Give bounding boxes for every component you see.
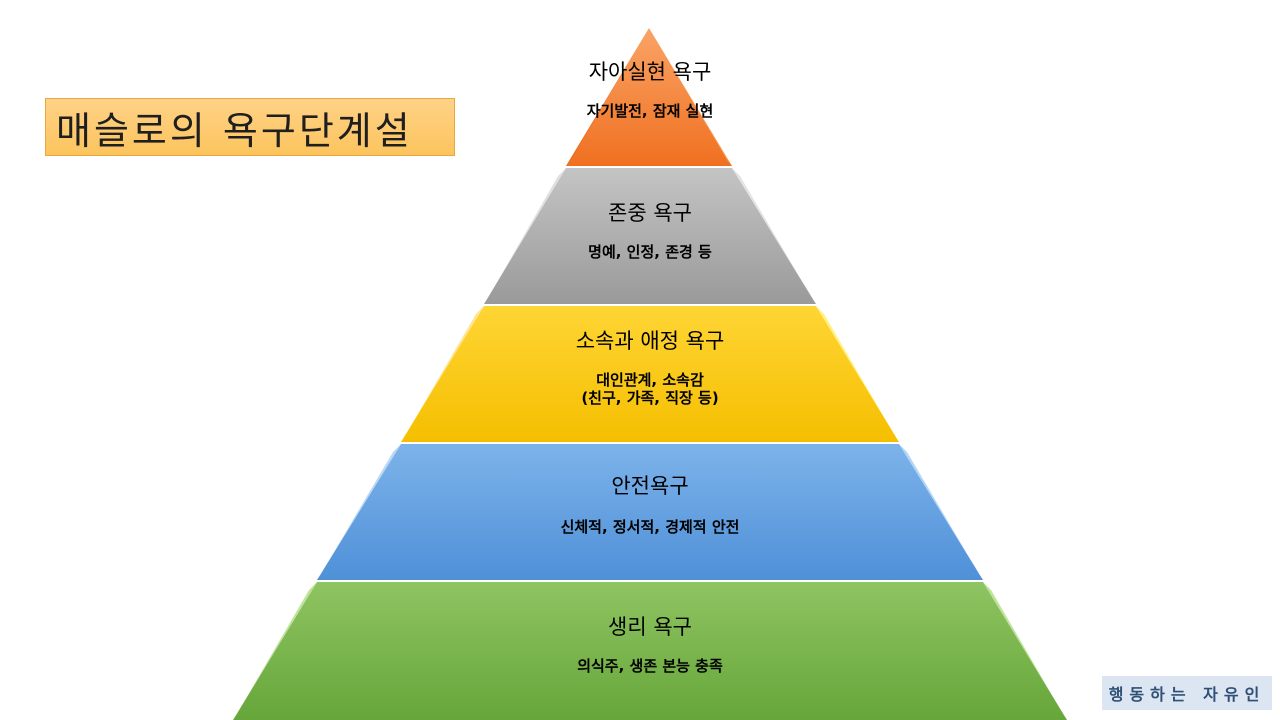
- watermark: 행동하는 자유인: [1102, 676, 1272, 710]
- level-2-label: 존중 욕구 명예, 인정, 존경 등: [450, 200, 850, 261]
- level-5-label: 생리 욕구 의식주, 생존 본능 충족: [450, 614, 850, 675]
- pyramid-tier-safety: [317, 444, 983, 580]
- level-3-desc: 대인관계, 소속감 (친구, 가족, 직장 등): [581, 371, 719, 407]
- level-5-name: 생리 욕구: [608, 615, 692, 639]
- diagram-title-box: 매슬로의 욕구단계설: [45, 98, 455, 156]
- level-4-label: 안전욕구 신체적, 정서적, 경제적 안전: [450, 473, 850, 536]
- level-4-name: 안전욕구: [611, 474, 689, 498]
- level-1-name: 자아실현 욕구: [588, 60, 712, 84]
- level-1-label: 자아실현 욕구 자기발전, 잠재 실현: [450, 59, 850, 120]
- level-3-name: 소속과 애정 욕구: [575, 329, 725, 353]
- level-4-desc: 신체적, 정서적, 경제적 안전: [560, 518, 740, 536]
- pyramid-tier-self-actualization: [566, 28, 732, 166]
- pyramid-tier-physiological: [233, 582, 1067, 720]
- level-2-desc: 명예, 인정, 존경 등: [588, 243, 712, 261]
- level-1-desc: 자기발전, 잠재 실현: [586, 102, 714, 120]
- level-5-desc: 의식주, 생존 본능 충족: [577, 657, 723, 675]
- level-3-label: 소속과 애정 욕구 대인관계, 소속감 (친구, 가족, 직장 등): [450, 328, 850, 407]
- pyramid-tier-belonging: [401, 306, 899, 442]
- diagram-title: 매슬로의 욕구단계설: [56, 108, 413, 153]
- level-2-name: 존중 욕구: [608, 201, 692, 225]
- pyramid-tier-esteem: [484, 168, 816, 304]
